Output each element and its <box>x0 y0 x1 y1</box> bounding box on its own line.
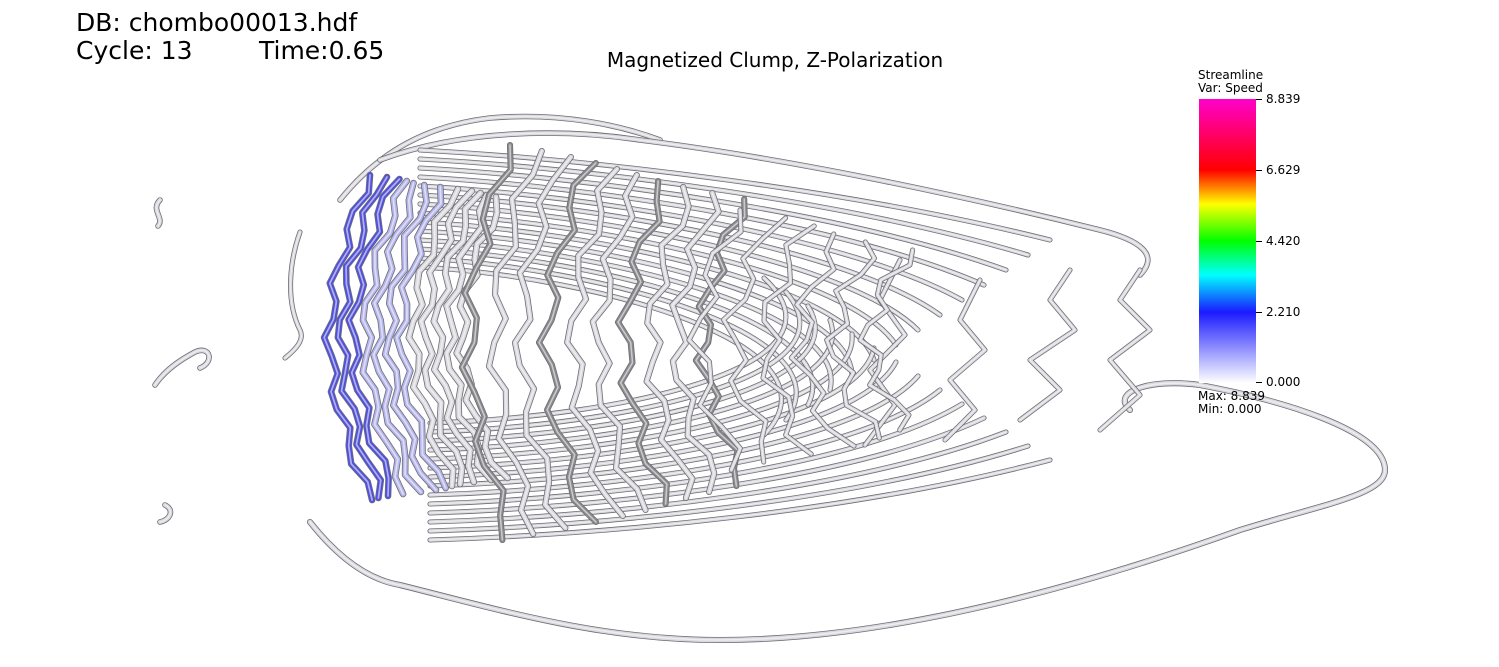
clump-ring <box>334 173 391 502</box>
zigzag-front <box>1097 267 1153 433</box>
field-line <box>417 183 965 303</box>
clump-ring <box>453 193 511 482</box>
colorbar-tick <box>1256 170 1262 171</box>
tick-label: 2.210 <box>1266 305 1301 319</box>
clump-ring <box>564 165 626 520</box>
clump-ring <box>370 179 425 496</box>
clump-ring <box>511 153 574 532</box>
debris <box>157 502 174 525</box>
tick-label: 6.629 <box>1266 163 1301 177</box>
field-line <box>417 156 1031 258</box>
colorbar <box>1199 99 1256 383</box>
field-line <box>427 373 921 489</box>
clump-ring <box>345 175 403 500</box>
clump-ring <box>320 171 376 504</box>
clump-ring <box>443 191 495 484</box>
cycle-label: Cycle: 13 <box>76 36 193 65</box>
field-ring <box>721 215 789 465</box>
time-label: Time:0.65 <box>259 36 385 65</box>
cycle-time-readout: Cycle: 13 Time:0.65 <box>76 36 384 66</box>
clump-ring <box>643 183 696 502</box>
debris <box>153 197 163 229</box>
outer-loop <box>306 380 1389 644</box>
tick-label: 4.420 <box>1266 234 1301 248</box>
clump-ring <box>430 189 484 486</box>
colorbar-tick <box>1256 382 1262 383</box>
zigzag-front <box>1017 267 1078 423</box>
clump-ring <box>535 159 600 526</box>
tick-label: 8.839 <box>1266 92 1301 106</box>
zigzag-front <box>942 277 988 443</box>
field-ring <box>760 223 817 457</box>
field-line <box>427 303 818 444</box>
field-ring <box>857 247 916 433</box>
legend-variable: Var: Speed <box>1198 81 1263 95</box>
debris <box>282 229 304 361</box>
clump-ring <box>405 185 462 490</box>
debris <box>152 347 212 388</box>
field-line <box>417 165 1009 273</box>
field-line <box>427 387 943 498</box>
database-filename: DB: chombo00013.hdf <box>76 8 358 37</box>
clump-ring <box>381 181 440 494</box>
clump-ring <box>359 177 411 498</box>
tick-label: 0.000 <box>1266 375 1301 389</box>
colorbar-tick <box>1256 241 1262 242</box>
legend-min: Min: 0.000 <box>1198 402 1262 416</box>
clump-ring <box>485 147 545 538</box>
field-line <box>427 359 899 480</box>
field-line <box>427 443 1031 534</box>
field-line <box>417 228 855 378</box>
zigzag-front <box>862 257 908 448</box>
color-legend: Streamline Var: Speed 8.839 6.629 4.420 … <box>1196 68 1316 418</box>
legend-max: Max: 8.839 <box>1198 389 1266 403</box>
legend-plot-type: Streamline <box>1198 68 1264 82</box>
clump-ring <box>614 177 670 508</box>
field-line <box>427 401 965 507</box>
clump-ring <box>393 183 449 492</box>
field-line <box>427 275 789 426</box>
streamline-tubes <box>152 113 1389 644</box>
field-line <box>427 457 1053 543</box>
top-arc <box>377 130 1151 278</box>
clump-ring <box>417 187 476 488</box>
field-line <box>427 415 987 516</box>
clump-ring <box>669 189 722 496</box>
field-ring <box>824 239 882 441</box>
colorbar-tick <box>1256 312 1262 313</box>
field-line <box>417 147 1053 243</box>
field-ring <box>788 231 857 449</box>
field-ring <box>686 207 744 473</box>
colorbar-tick <box>1256 99 1262 100</box>
plot-title: Magnetized Clump, Z-Polarization <box>606 48 944 72</box>
field-line <box>427 429 1009 525</box>
clump-ring <box>458 141 514 544</box>
clump-ring <box>589 171 649 514</box>
